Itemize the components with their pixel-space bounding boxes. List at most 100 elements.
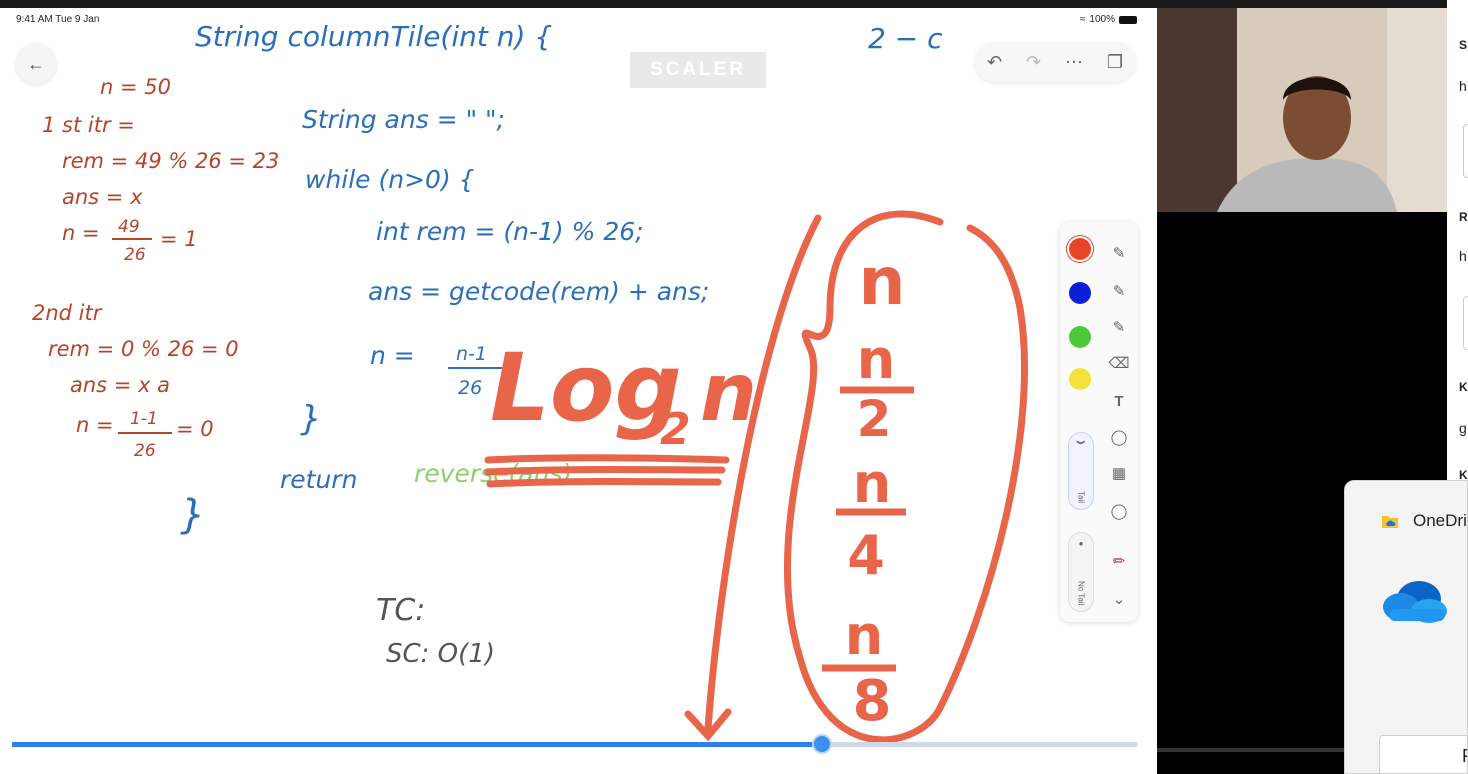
- pencil-icon[interactable]: ✎: [1112, 245, 1126, 262]
- log-text: Log: [490, 334, 682, 443]
- note-rem1: rem = 49 % 26 = 23: [62, 149, 279, 173]
- code-line-2: while (n>0) {: [305, 165, 475, 194]
- note-brace: }: [180, 492, 205, 538]
- lasso-icon[interactable]: ◯: [1110, 429, 1128, 446]
- chat-attachment[interactable]: [1463, 296, 1468, 350]
- chat-author-initial: S: [1459, 38, 1468, 52]
- log-subscript: 2: [660, 404, 691, 455]
- arrow-stroke: [704, 214, 822, 732]
- note-n2-res: = 0: [176, 417, 214, 441]
- onedrive-button[interactable]: F: [1379, 735, 1467, 773]
- series-n-over-8-num: n: [845, 604, 883, 667]
- status-battery: ≈ 100%: [1080, 14, 1137, 25]
- note-ans2: ans = x a: [70, 373, 170, 397]
- code-line-1: String ans = " ";: [302, 105, 505, 134]
- video-progress-bar[interactable]: [12, 734, 1137, 754]
- chat-author-initial: R: [1459, 210, 1468, 224]
- code-line-5-den: 26: [458, 377, 482, 399]
- battery-icon: [1119, 15, 1137, 24]
- code-line-3: int rem = (n-1) % 26;: [376, 217, 644, 246]
- progress-track-continuation: [1157, 748, 1345, 752]
- chat-author-initial: K: [1459, 468, 1468, 480]
- log-n: n: [700, 346, 757, 439]
- note-n1-den: 26: [124, 245, 146, 265]
- note-n1-num: 49: [118, 217, 140, 237]
- no-tail-label: No Tail: [1076, 580, 1086, 605]
- chat-message-snippet: h: [1459, 78, 1467, 94]
- color-yellow[interactable]: [1069, 368, 1091, 390]
- webcam-video: [1157, 8, 1447, 212]
- tc-text: TC:: [376, 593, 425, 628]
- highlighter-icon[interactable]: ✎: [1112, 319, 1126, 336]
- progress-knob[interactable]: [812, 734, 832, 754]
- copy-icon[interactable]: ❐: [1106, 51, 1123, 72]
- code-line-7: return: [280, 465, 357, 494]
- note-n2-label: n =: [76, 413, 114, 437]
- chat-message-snippet: h: [1459, 248, 1467, 264]
- tail-toggle[interactable]: ❱ Tail: [1068, 432, 1094, 510]
- tail-curve-icon: ❱: [1076, 439, 1086, 446]
- code-line-4: ans = getcode(rem) + ans;: [368, 277, 709, 306]
- redo-icon[interactable]: ↷: [1025, 51, 1042, 72]
- note-n1-res: = 1: [160, 227, 198, 251]
- note-n: n = 50: [100, 75, 171, 99]
- note-itr1: 1 st itr =: [42, 113, 135, 137]
- eraser-icon[interactable]: ⌫: [1108, 355, 1130, 372]
- color-blue[interactable]: [1069, 282, 1091, 304]
- top-toolbar: ↶ ↷ ⋯ ❐: [975, 42, 1135, 82]
- series-n-over-2-den: 2: [857, 390, 892, 448]
- undo-icon[interactable]: ↶: [986, 51, 1003, 72]
- note-rem2: rem = 0 % 26 = 0: [48, 337, 239, 361]
- series-n-over-4-den: 4: [847, 524, 885, 587]
- back-button[interactable]: ←: [16, 44, 56, 84]
- window-top-bar: [0, 0, 1468, 8]
- chat-attachment[interactable]: [1463, 124, 1468, 178]
- scaler-watermark: SCALER: [630, 52, 766, 88]
- no-tail-toggle[interactable]: ● No Tail: [1068, 532, 1094, 612]
- code-line-5-label: n =: [370, 341, 415, 370]
- arrow-head-stroke: [684, 708, 732, 742]
- sc-text: SC: O(1): [386, 639, 495, 669]
- color-picker-icon[interactable]: ✏: [1112, 553, 1126, 570]
- series-n-over-8-den: 8: [853, 669, 892, 734]
- webcam-feed: [1157, 8, 1447, 212]
- note-n1-label: n =: [62, 221, 100, 245]
- microphone-icon[interactable]: ◯: [1110, 503, 1128, 520]
- folder-icon: [1382, 516, 1398, 528]
- code-line-6: }: [300, 399, 322, 439]
- series-n-over-2-num: n: [857, 328, 895, 391]
- chevron-down-icon[interactable]: ⌄: [1112, 591, 1126, 608]
- underline-stroke: [484, 466, 726, 476]
- image-icon[interactable]: ▦: [1111, 465, 1127, 482]
- whiteboard-screen: 9:41 AM Tue 9 Jan ≈ 100% ← SCALER ↶ ↷ ⋯ …: [0, 8, 1157, 774]
- text-tool-icon[interactable]: T: [1114, 392, 1124, 410]
- pen-icon[interactable]: ✎: [1112, 283, 1126, 300]
- underline-stroke: [484, 454, 730, 464]
- header-text: String columnTile(int n) {: [195, 20, 552, 53]
- color-green[interactable]: [1069, 326, 1091, 348]
- loop-stroke: [783, 210, 1028, 744]
- note-n2-den: 26: [134, 441, 156, 461]
- chat-author-initial: K: [1459, 380, 1468, 394]
- cloud-icon: [1383, 581, 1447, 623]
- dot-icon: ●: [1076, 539, 1086, 548]
- note-itr2: 2nd itr: [32, 301, 103, 325]
- series-n-over-4-num: n: [853, 452, 891, 515]
- note-n2-num: 1-1: [130, 409, 158, 429]
- tool-palette: ✎ ✎ ✎ ⌫ T ◯ ▦ ◯ ✏ ⌄ ❱ Tail ● No Tail: [1060, 222, 1138, 622]
- code-line-5-num: n-1: [456, 343, 487, 365]
- underline-stroke: [486, 478, 722, 488]
- onedrive-title: OneDri: [1413, 511, 1467, 530]
- status-time: 9:41 AM Tue 9 Jan: [16, 14, 100, 25]
- more-icon[interactable]: ⋯: [1064, 51, 1083, 72]
- color-red[interactable]: [1069, 238, 1091, 260]
- wifi-icon: ≈: [1079, 14, 1086, 25]
- series-n: n: [859, 243, 906, 320]
- chat-panel: S h R h K g K: [1447, 0, 1468, 480]
- onedrive-popup: OneDri F: [1344, 480, 1468, 774]
- note-ans1: ans = x: [62, 185, 143, 209]
- handwritten-notes: String columnTile(int n) { 2 − c n = 50 …: [32, 20, 1028, 744]
- tail-label: Tail: [1076, 490, 1086, 503]
- battery-percent: 100%: [1089, 14, 1115, 25]
- chat-message-snippet: g: [1459, 420, 1467, 436]
